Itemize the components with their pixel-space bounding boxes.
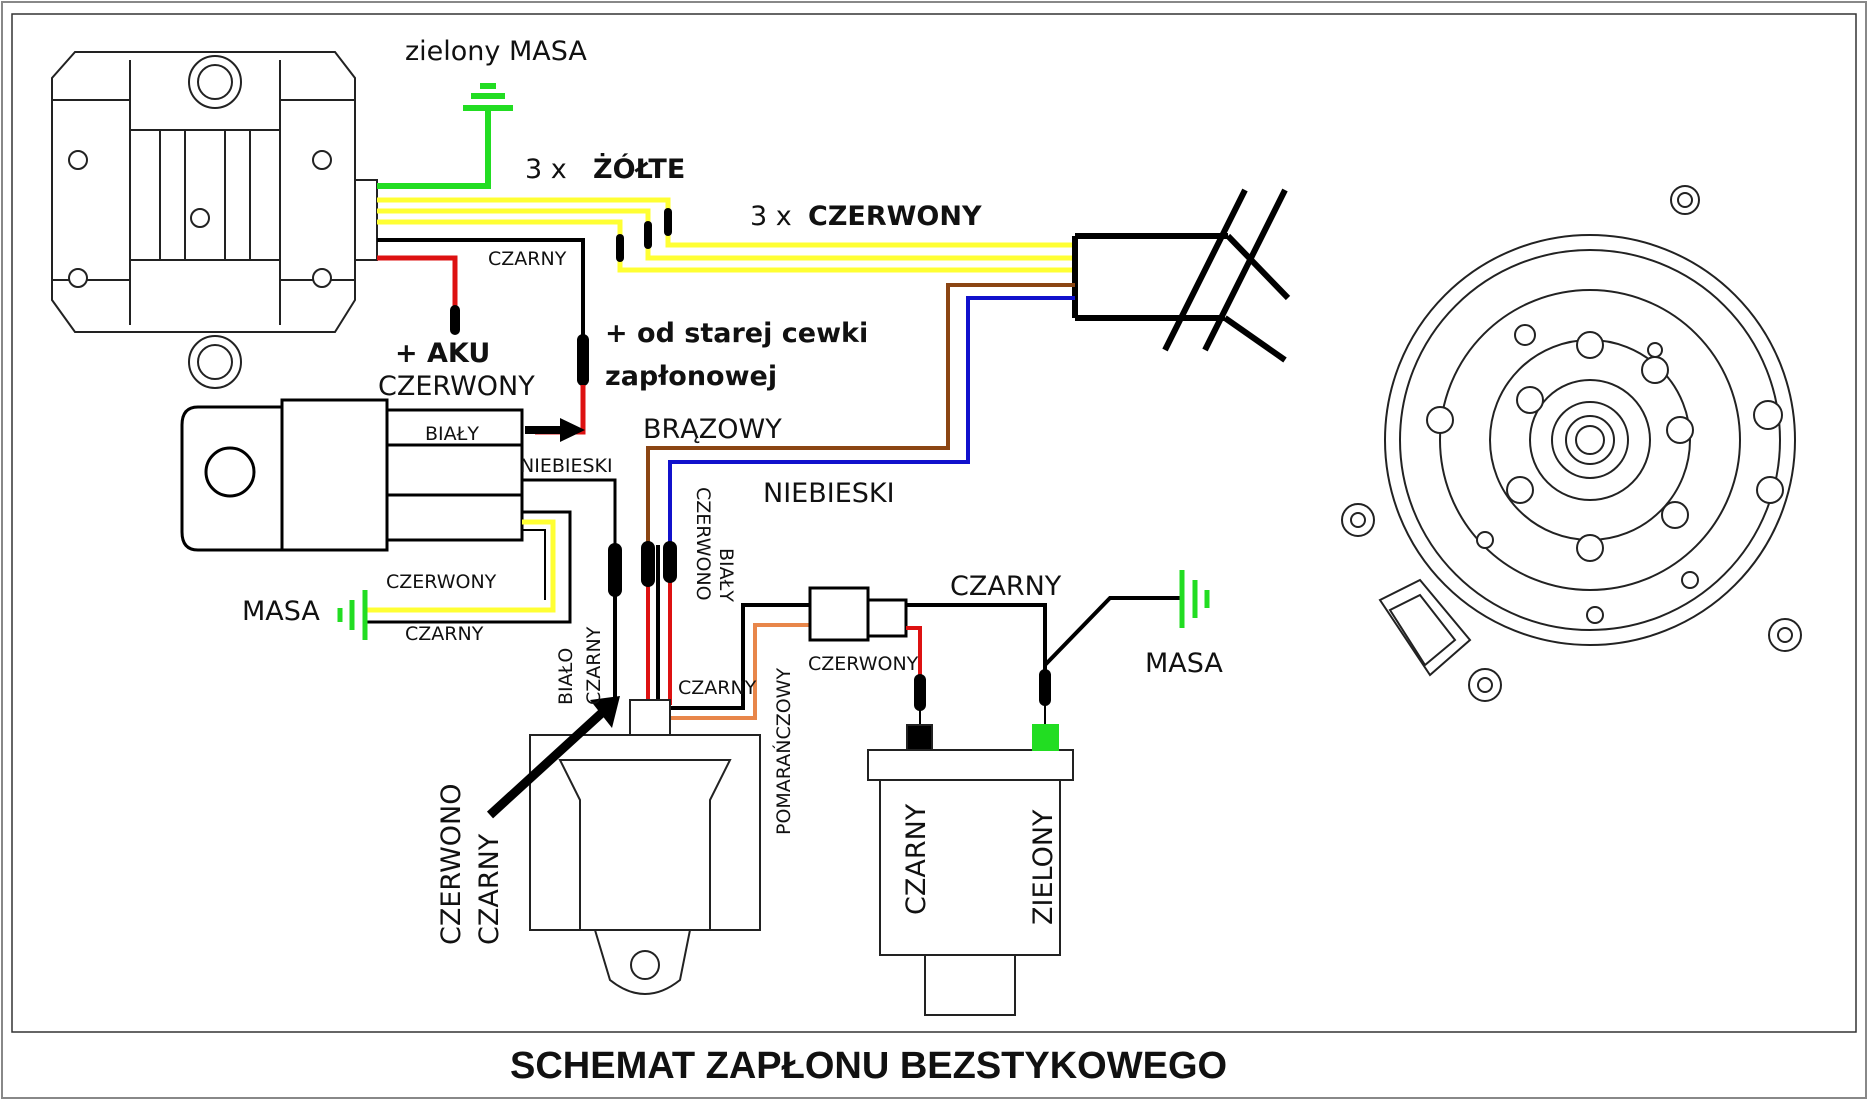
label-battery-red: CZERWONY — [378, 371, 535, 402]
label-ground-green: zielony MASA — [405, 36, 587, 67]
label-white: BIAŁY — [425, 423, 479, 445]
label-orange: POMARAŃCZOWY — [772, 668, 795, 835]
ignition-coil — [867, 724, 1074, 1016]
relay-block — [180, 398, 524, 552]
label-red-coil: CZERWONY — [808, 653, 919, 675]
red-battery-wire — [377, 255, 458, 310]
label-brown: BRĄZOWY — [643, 414, 782, 445]
label-blue: NIEBIESKI — [763, 478, 895, 509]
label-red-black-2: CZARNY — [474, 833, 505, 945]
label-ground-left: MASA — [242, 596, 320, 627]
red-black-arrow — [486, 706, 609, 819]
label-white-black-1: BIAŁO — [555, 648, 577, 705]
black-coil-top-wire — [906, 603, 1047, 680]
left-ground-symbol — [337, 590, 368, 640]
label-black-left: CZARNY — [405, 623, 484, 645]
label-red-count: 3 x — [750, 201, 792, 232]
label-red-white-2: BIAŁY — [715, 548, 737, 602]
yellow-connectors — [616, 208, 672, 262]
red-coil-wire — [906, 626, 922, 680]
white-arrow-head — [560, 418, 585, 442]
brown-wire — [646, 283, 1075, 545]
label-old-coil-1: + od starej cewki — [605, 318, 868, 349]
label-old-coil-2: zapłonowej — [605, 361, 777, 392]
label-black-cdi: CZARNY — [678, 677, 757, 699]
red-old-coil-wire — [535, 385, 586, 435]
label-black-coil-top: CZARNY — [950, 571, 1062, 602]
label-red: CZERWONY — [808, 201, 982, 232]
label-battery-plus: + AKU — [395, 338, 490, 369]
black-cdi-wire — [670, 603, 810, 710]
label-coil-black: CZARNY — [901, 803, 932, 915]
label-red-white-1: CZERWONO — [692, 487, 714, 601]
label-yellow: ŻÓŁTE — [593, 153, 685, 185]
right-ground-symbol — [1179, 570, 1210, 628]
orange-wire — [670, 623, 810, 720]
inner-frame — [11, 13, 1857, 1033]
label-white-black-2: CZARNY — [583, 626, 605, 705]
cdi-unit — [529, 699, 761, 995]
stator-flywheel — [1341, 185, 1802, 702]
label-yellow-count: 3 x — [525, 154, 567, 185]
regulator-unit — [51, 51, 378, 389]
label-red-left: CZERWONY — [386, 571, 497, 593]
red-black-arrow-head — [590, 696, 620, 728]
black-ground-wire — [1043, 596, 1180, 667]
label-red-black-1: CZERWONO — [436, 784, 467, 945]
blue-wire — [668, 296, 1075, 545]
stator-cable — [1072, 188, 1291, 363]
cdi-connectors — [608, 541, 677, 597]
label-blue-small: NIEBIESKI — [520, 455, 613, 477]
label-ground-right: MASA — [1145, 648, 1223, 679]
green-ground-wire — [377, 83, 513, 189]
label-coil-green: ZIELONY — [1028, 809, 1059, 925]
label-black-top: CZARNY — [488, 248, 567, 270]
coil-connector — [808, 586, 908, 642]
diagram-title: SCHEMAT ZAPŁONU BEZSTYKOWEGO — [510, 1045, 1227, 1087]
